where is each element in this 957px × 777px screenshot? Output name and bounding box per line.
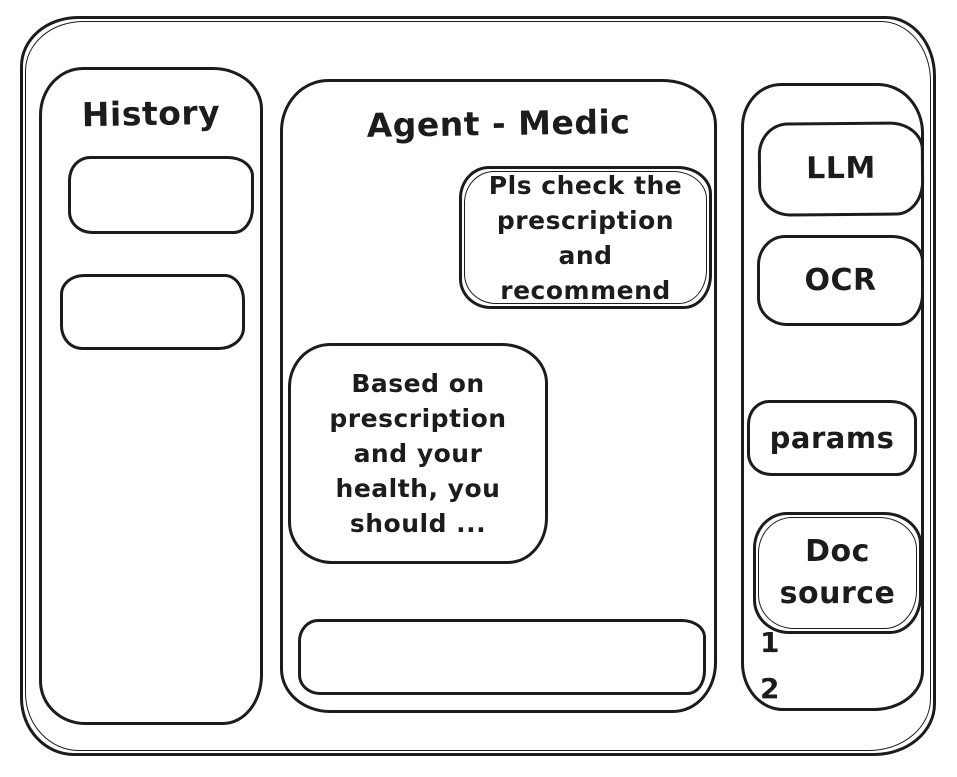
history-item[interactable]: [68, 156, 254, 234]
message-input[interactable]: [298, 619, 706, 695]
doc-source-button[interactable]: Doc source: [753, 512, 922, 634]
doc-source-list: 1 2: [760, 620, 820, 712]
history-panel: History: [39, 67, 263, 725]
params-button[interactable]: params: [747, 400, 917, 476]
ocr-button[interactable]: OCR: [757, 235, 924, 326]
doc-source-item[interactable]: 1: [760, 626, 780, 659]
chat-title: Agent - Medic: [366, 102, 631, 145]
history-title: History: [81, 92, 221, 135]
history-item[interactable]: [60, 274, 245, 350]
user-message-bubble: Pls check the prescription and recommend: [459, 166, 712, 309]
tools-panel: LLM OCR params Doc source 1 2: [741, 83, 925, 712]
app-frame: History Agent - Medic Pls check the pres…: [20, 16, 936, 756]
agent-message-bubble: Based on prescription and your health, y…: [288, 343, 548, 564]
chat-panel: Agent - Medic Pls check the prescription…: [280, 79, 717, 713]
llm-button[interactable]: LLM: [757, 121, 925, 217]
doc-source-item[interactable]: 2: [760, 672, 780, 705]
